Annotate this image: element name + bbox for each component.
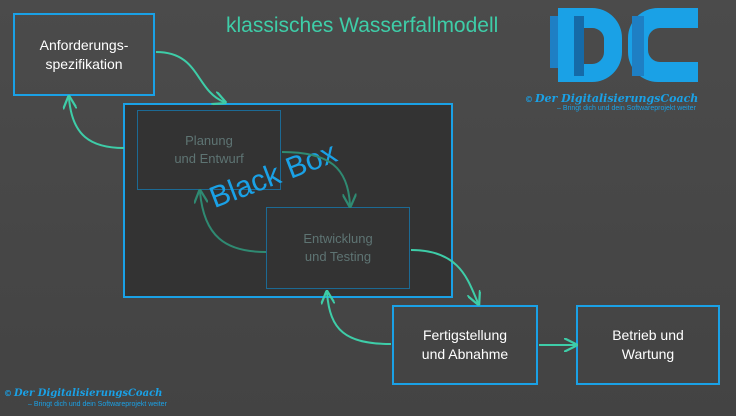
footer-credit-text: Der DigitalisierungsCoach bbox=[14, 388, 163, 399]
logo-tagline: – Bringt dich und dein Softwareprojekt w… bbox=[557, 105, 696, 112]
development-label: Entwicklung und Testing bbox=[303, 231, 373, 264]
completion-label: Fertigstellung und Abnahme bbox=[421, 327, 509, 362]
logo-letter-d bbox=[550, 8, 622, 82]
arrow-development-to-planning bbox=[200, 192, 267, 253]
footer-credit: ©Der DigitalisierungsCoach bbox=[4, 388, 162, 399]
requirements-box: Anforderungs- spezifikation bbox=[13, 13, 155, 96]
completion-box: Fertigstellung und Abnahme bbox=[392, 305, 538, 385]
arrow-requirements-to-blackbox bbox=[155, 51, 224, 102]
logo-credit: ©Der DigitalisierungsCoach bbox=[525, 92, 698, 105]
arrow-blackbox-to-requirements bbox=[69, 98, 125, 149]
footer-copyright-symbol: © bbox=[4, 388, 12, 398]
logo-letter-c bbox=[628, 8, 698, 82]
dc-logo bbox=[550, 8, 698, 82]
requirements-label: Anforderungs- spezifikation bbox=[39, 36, 129, 72]
arrow-completion-to-blackbox bbox=[327, 293, 392, 345]
planning-label: Planung und Entwurf bbox=[174, 133, 244, 166]
diagram-title: klassisches Wasserfallmodell bbox=[226, 14, 499, 37]
planning-box: Planung und Entwurf bbox=[137, 110, 281, 190]
arrow-planning-to-development bbox=[281, 151, 350, 205]
arrow-development-to-completion bbox=[410, 249, 478, 303]
logo-credit-text: Der DigitalisierungsCoach bbox=[535, 92, 699, 105]
development-box: Entwicklung und Testing bbox=[266, 207, 410, 289]
operation-label: Betrieb und Wartung bbox=[612, 327, 684, 362]
copyright-symbol: © bbox=[525, 94, 533, 104]
footer-tagline: – Bringt dich und dein Softwareprojekt w… bbox=[28, 401, 167, 408]
black-box-container bbox=[123, 103, 453, 298]
